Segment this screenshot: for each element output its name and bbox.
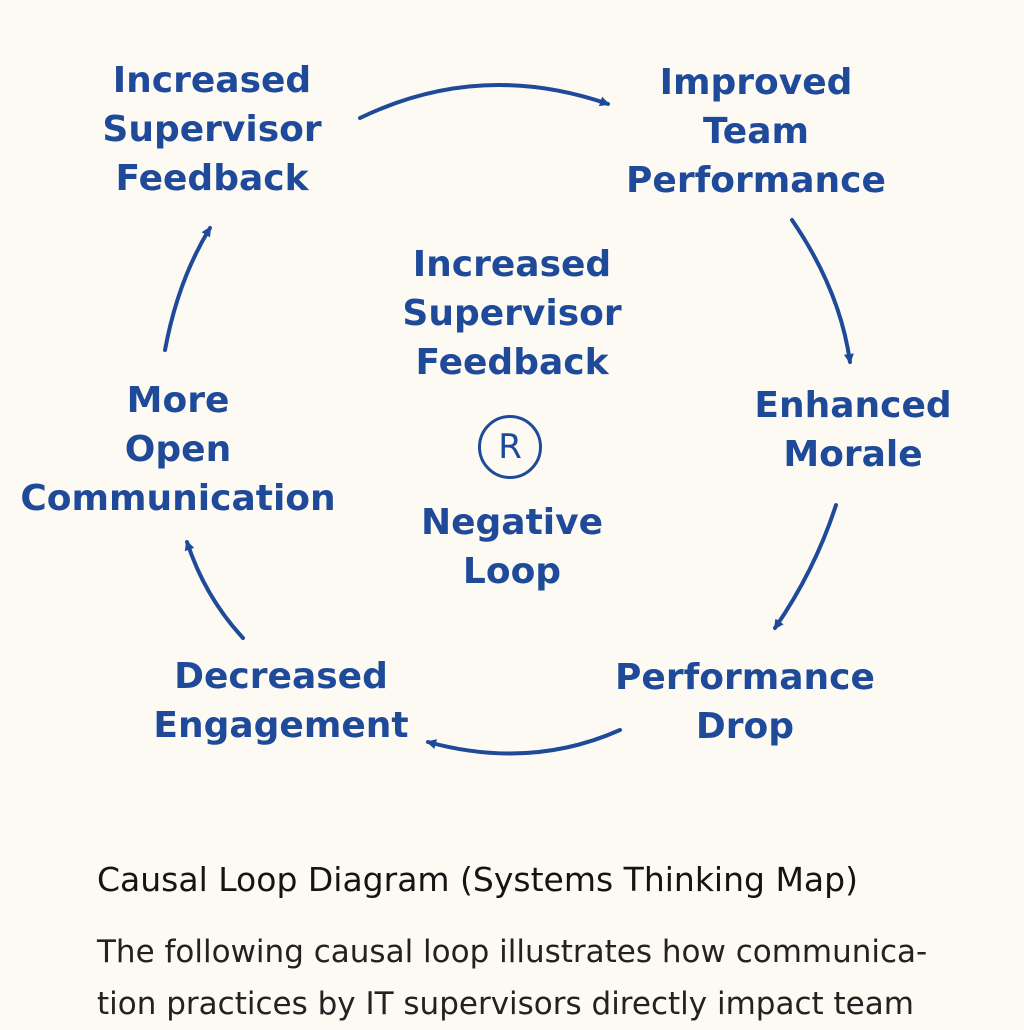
node-performance-drop: Performance Drop	[615, 653, 875, 751]
caption-title: Causal Loop Diagram (Systems Thinking Ma…	[97, 860, 858, 899]
node-line: Improved	[659, 62, 853, 103]
node-line: Feedback	[415, 342, 609, 383]
node-line: Open	[124, 429, 232, 470]
node-more-open-communication: More Open Communication	[20, 376, 335, 523]
node-improved-team-performance: Improved Team Performance	[626, 58, 886, 205]
arrow-right-to-bottom-right	[773, 503, 838, 630]
loop-type-label: Negative Loop	[421, 498, 603, 596]
reinforcing-loop-badge: R	[478, 415, 542, 479]
node-line: Enhanced	[754, 385, 952, 426]
arrow-bottom-right-to-bottom-left	[426, 728, 622, 756]
node-line: Drop	[695, 706, 795, 747]
arrow-bottom-left-to-left	[184, 540, 245, 640]
node-line: Engagement	[153, 705, 409, 746]
node-line: Supervisor	[402, 293, 622, 334]
caption-body: The following causal loop illustrates ho…	[97, 926, 977, 1030]
node-line: Increased	[112, 60, 312, 101]
node-line: Decreased	[174, 656, 388, 697]
caption-line: The following causal loop illustrates ho…	[97, 934, 928, 970]
node-line: Team	[703, 111, 809, 152]
node-line: Supervisor	[102, 109, 322, 150]
node-increased-supervisor-feedback: Increased Supervisor Feedback	[102, 56, 321, 203]
node-line: More	[126, 380, 230, 421]
node-line: Communication	[20, 478, 336, 519]
node-decreased-engagement: Decreased Engagement	[153, 652, 408, 750]
node-line: Performance	[615, 657, 875, 698]
node-line: Feedback	[115, 158, 309, 199]
loop-label-line: Loop	[462, 551, 562, 592]
arrow-left-to-top-left	[163, 226, 212, 352]
node-line: Performance	[626, 160, 886, 201]
node-line: Morale	[783, 434, 923, 475]
node-enhanced-morale: Enhanced Morale	[754, 381, 951, 479]
arrow-top-left-to-top-right	[358, 83, 610, 120]
loop-label-line: Negative	[420, 502, 604, 543]
node-line: Increased	[412, 244, 612, 285]
node-center-increased-supervisor-feedback: Increased Supervisor Feedback	[402, 240, 621, 387]
caption-line: tion practices by IT supervisors directl…	[97, 986, 914, 1022]
arrow-top-right-to-right	[790, 218, 854, 364]
